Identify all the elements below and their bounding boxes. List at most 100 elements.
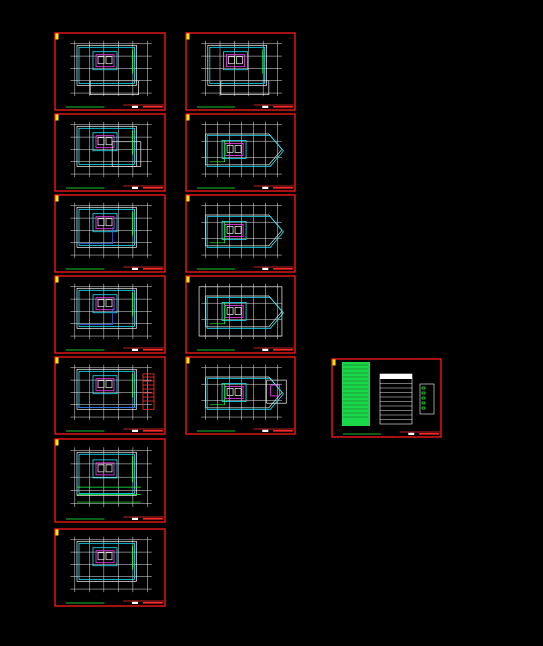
- core-pipe-loop: [92, 294, 118, 314]
- title-block-logo: [262, 429, 269, 432]
- drawing-sheet-s7[interactable]: [54, 528, 166, 607]
- core-pipe-loop: [92, 51, 118, 71]
- title-block-logo: [262, 348, 269, 351]
- sheet-border: [54, 275, 166, 354]
- building-outline: [205, 376, 283, 409]
- perimeter-pipe: [78, 542, 135, 580]
- stair-core: [224, 386, 244, 399]
- building-outline: [76, 540, 137, 582]
- sheet-background: [55, 195, 165, 272]
- perimeter-pipe: [78, 289, 135, 327]
- sheet-border: [54, 113, 166, 192]
- sheet-border: [185, 356, 296, 435]
- building-outline: [76, 368, 137, 410]
- title-block-text-bar: [143, 187, 163, 189]
- drawing-sheet-s8[interactable]: [185, 32, 296, 111]
- wing-block: [111, 141, 142, 167]
- sheet-index-tab: [55, 114, 59, 121]
- detail-enlargement: [266, 379, 287, 404]
- side-schedule: [142, 373, 155, 410]
- drawing-sheet-s3[interactable]: [54, 194, 166, 273]
- branch-pipe: [209, 221, 225, 244]
- equipment-table-header: [380, 374, 412, 379]
- title-block-text-bar: [143, 268, 163, 270]
- outer-boundary: [198, 286, 283, 337]
- title-block-text-bar: [273, 106, 293, 108]
- building-outline: [76, 451, 137, 496]
- stair-left: [97, 552, 105, 561]
- drawing-sheet-s6[interactable]: [54, 438, 166, 523]
- title-block-logo: [262, 105, 269, 108]
- title-block-text-bar: [143, 602, 163, 604]
- drawing-sheet-s10[interactable]: [185, 194, 296, 273]
- perimeter-pipe: [78, 208, 135, 246]
- courtyard: [89, 80, 139, 95]
- legend-symbol: [421, 391, 426, 395]
- perimeter-pipe: [206, 216, 284, 248]
- sheet-border: [54, 356, 166, 435]
- drawing-sheet-s4[interactable]: [54, 275, 166, 354]
- drawing-sheet-s5[interactable]: [54, 356, 166, 435]
- title-block-logo: [132, 267, 138, 270]
- stair-core: [224, 143, 244, 156]
- sheet-index-tab: [186, 33, 190, 40]
- drawing-sheet-s9[interactable]: [185, 113, 296, 192]
- drawing-sheet-s1[interactable]: [54, 32, 166, 111]
- drawing-sheet-s13[interactable]: [331, 358, 442, 438]
- core-pipe-loop: [221, 302, 247, 321]
- core-pipe-loop: [221, 140, 247, 159]
- sheet-index-tab: [55, 357, 59, 364]
- stair-left: [226, 145, 234, 153]
- stair-core: [95, 216, 115, 230]
- sheet-index-tab: [55, 276, 59, 283]
- sheet-background: [186, 33, 295, 110]
- sheet-index-tab: [186, 357, 190, 364]
- stair-core: [95, 54, 115, 68]
- sheet-border: [54, 438, 166, 523]
- symbol-legend: [419, 383, 435, 415]
- building-outline: [205, 133, 283, 166]
- core-pipe-loop: [92, 547, 118, 567]
- detail-core: [270, 384, 280, 397]
- building-outline: [76, 44, 137, 86]
- stair-right: [105, 299, 113, 308]
- drawing-sheet-s12[interactable]: [185, 356, 296, 435]
- legend-symbol: [421, 401, 426, 405]
- core-pipe-loop: [223, 51, 248, 71]
- sheet-index-tab: [332, 359, 336, 366]
- sheet-background: [55, 357, 165, 434]
- drawing-sheet-s2[interactable]: [54, 113, 166, 192]
- title-block-text-bar: [273, 268, 293, 270]
- schedule-notes-block: [342, 362, 370, 426]
- perimeter-pipe: [78, 453, 135, 494]
- core-pipe-loop: [92, 459, 118, 479]
- sheet-border: [185, 275, 296, 354]
- title-block-text-bar: [143, 349, 163, 351]
- core-pipe-loop: [221, 383, 247, 402]
- sheet-index-tab: [55, 195, 59, 202]
- sheet-border: [331, 358, 442, 438]
- title-block-text-bar: [273, 349, 293, 351]
- title-block-logo: [132, 348, 138, 351]
- stair-core: [95, 378, 115, 392]
- building-outline: [205, 214, 283, 247]
- drawing-sheet-s11[interactable]: [185, 275, 296, 354]
- sheet-border: [54, 194, 166, 273]
- core-pipe-loop: [92, 213, 118, 233]
- stair-left: [228, 56, 235, 65]
- stair-core: [95, 462, 115, 476]
- sheet-background: [55, 439, 165, 522]
- branch-pipe: [80, 227, 113, 244]
- legend-symbol: [421, 396, 426, 400]
- stair-left: [97, 464, 105, 473]
- core-pipe-loop: [92, 375, 118, 395]
- drawing-sheets: [54, 32, 442, 607]
- stair-right: [234, 226, 242, 234]
- stair-right: [105, 552, 113, 561]
- title-block-logo: [408, 432, 415, 435]
- stair-right: [105, 380, 113, 389]
- building-outline: [76, 287, 137, 329]
- stair-right: [234, 388, 242, 396]
- stair-left: [97, 299, 105, 308]
